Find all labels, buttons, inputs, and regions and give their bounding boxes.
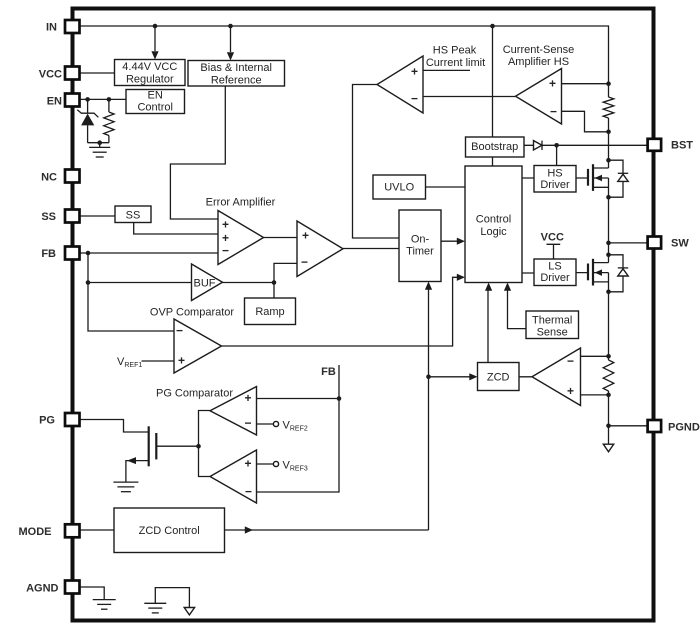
svg-text:−: − bbox=[550, 105, 557, 119]
svg-text:UVLO: UVLO bbox=[384, 182, 414, 194]
svg-text:PG Comparator: PG Comparator bbox=[156, 388, 233, 400]
svg-text:Error Amplifier: Error Amplifier bbox=[206, 197, 276, 209]
svg-text:+: + bbox=[411, 65, 418, 79]
svg-text:EN: EN bbox=[47, 96, 62, 108]
svg-text:+: + bbox=[222, 231, 229, 245]
svg-text:4.44V VCC: 4.44V VCC bbox=[122, 61, 177, 73]
svg-text:VCC: VCC bbox=[39, 69, 62, 81]
svg-text:AGND: AGND bbox=[26, 583, 58, 595]
svg-text:Control: Control bbox=[137, 102, 172, 114]
svg-text:OVP Comparator: OVP Comparator bbox=[150, 307, 235, 319]
svg-text:SS: SS bbox=[126, 210, 141, 222]
svg-text:Thermal: Thermal bbox=[532, 315, 572, 327]
svg-text:SW: SW bbox=[671, 238, 689, 250]
svg-text:Regulator: Regulator bbox=[126, 74, 174, 86]
svg-text:PGND: PGND bbox=[668, 422, 700, 434]
svg-text:Bootstrap: Bootstrap bbox=[471, 141, 518, 153]
svg-text:NC: NC bbox=[41, 172, 57, 184]
svg-text:BUF: BUF bbox=[194, 278, 216, 290]
svg-text:+: + bbox=[302, 229, 309, 243]
svg-text:−: − bbox=[411, 92, 418, 106]
svg-text:+: + bbox=[244, 391, 251, 405]
svg-text:ZCD Control: ZCD Control bbox=[139, 525, 200, 537]
svg-text:On-: On- bbox=[411, 234, 430, 246]
svg-text:FB: FB bbox=[321, 366, 336, 378]
svg-text:Bias & Internal: Bias & Internal bbox=[200, 62, 272, 74]
svg-text:−: − bbox=[245, 485, 252, 499]
svg-text:Current limit: Current limit bbox=[426, 57, 485, 69]
svg-text:−: − bbox=[222, 244, 229, 258]
svg-text:Driver: Driver bbox=[540, 272, 570, 284]
svg-text:Amplifier HS: Amplifier HS bbox=[508, 56, 569, 68]
svg-text:Control: Control bbox=[476, 214, 511, 226]
svg-text:+: + bbox=[178, 354, 185, 368]
svg-text:−: − bbox=[244, 416, 251, 430]
svg-text:Sense: Sense bbox=[537, 327, 568, 339]
svg-text:VCC: VCC bbox=[541, 232, 564, 244]
svg-text:MODE: MODE bbox=[19, 526, 52, 538]
svg-text:Driver: Driver bbox=[540, 179, 570, 191]
svg-text:+: + bbox=[244, 457, 251, 471]
svg-text:EN: EN bbox=[148, 90, 163, 102]
svg-text:−: − bbox=[301, 255, 308, 269]
svg-text:PG: PG bbox=[39, 415, 55, 427]
svg-text:HS Peak: HS Peak bbox=[433, 45, 477, 57]
svg-text:−: − bbox=[567, 354, 574, 368]
svg-text:SS: SS bbox=[41, 211, 56, 223]
svg-text:FB: FB bbox=[41, 248, 56, 260]
svg-text:ZCD: ZCD bbox=[487, 372, 510, 384]
svg-text:IN: IN bbox=[46, 22, 57, 34]
svg-text:Logic: Logic bbox=[480, 226, 507, 238]
svg-text:LS: LS bbox=[548, 261, 561, 273]
svg-text:Reference: Reference bbox=[211, 75, 262, 87]
svg-text:Current-Sense: Current-Sense bbox=[503, 44, 575, 56]
svg-text:Timer: Timer bbox=[406, 246, 434, 258]
svg-text:+: + bbox=[567, 384, 574, 398]
svg-text:−: − bbox=[176, 324, 183, 338]
svg-text:BST: BST bbox=[671, 140, 693, 152]
svg-text:Ramp: Ramp bbox=[255, 306, 284, 318]
svg-text:+: + bbox=[549, 77, 556, 91]
svg-text:+: + bbox=[222, 217, 229, 231]
svg-text:HS: HS bbox=[547, 168, 562, 180]
